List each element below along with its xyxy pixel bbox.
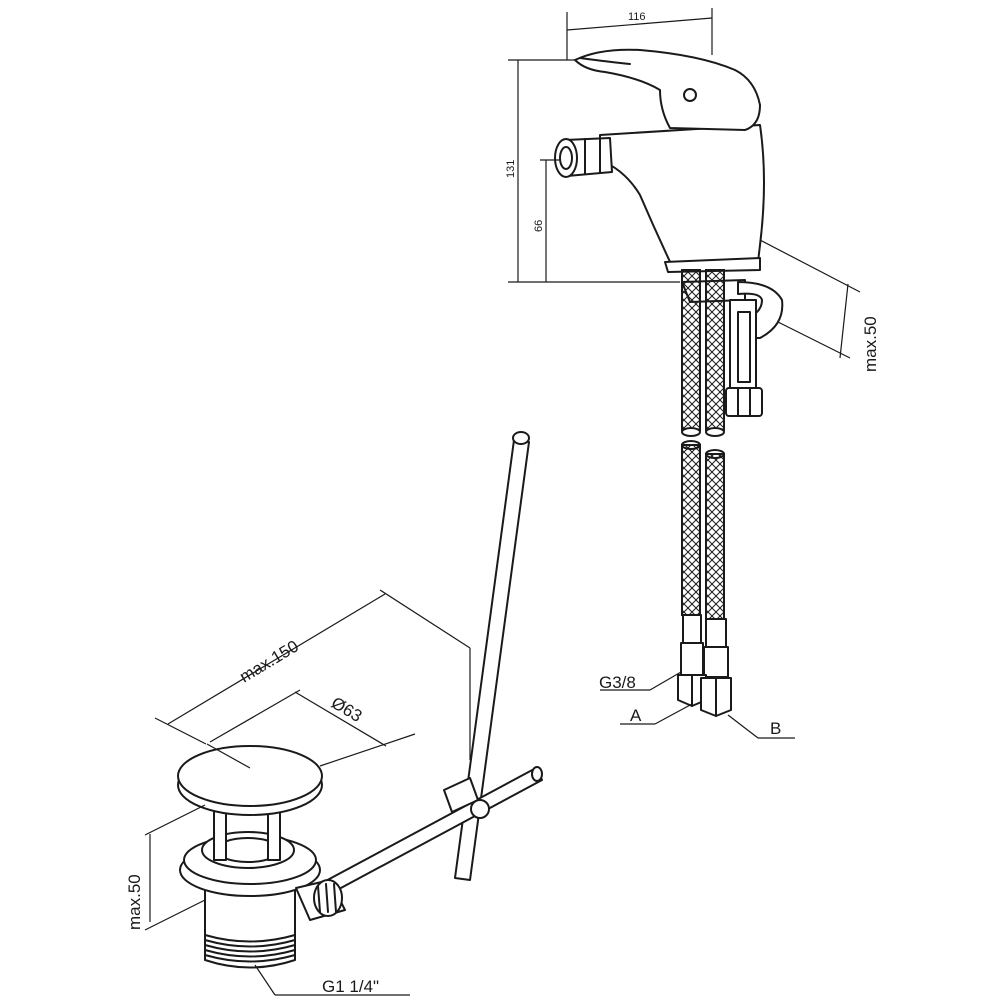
diameter-label: Ø63 — [328, 693, 365, 726]
hose-a-lower — [681, 444, 701, 616]
fitting-b-ferrule — [703, 646, 729, 678]
pop-up-drain: max.150 Ø63 max.50 G1 1/4" — [125, 431, 543, 996]
deck-thickness-label: max.50 — [861, 316, 880, 372]
fitting-b-sleeve — [705, 618, 727, 648]
deck-thickness-dimension-line — [839, 283, 849, 359]
hose-a-upper — [681, 269, 701, 431]
stopper-stem-right — [267, 809, 281, 861]
length-label: max.150 — [236, 637, 302, 687]
drain-tailpiece — [204, 889, 296, 969]
mounting-rod — [729, 299, 757, 389]
faucet-body — [599, 124, 765, 268]
height-label: 131 — [505, 160, 517, 178]
bidet-faucet: 116 131 66 max.50 — [505, 8, 880, 739]
hose-b-label: B — [770, 719, 781, 738]
spout-outlet — [554, 138, 578, 178]
faucet-base — [664, 257, 761, 273]
stopper-stem-left — [213, 809, 227, 861]
thread-label: G3/8 — [599, 673, 636, 692]
basin-thickness-label: max.50 — [125, 874, 144, 930]
lift-rod-knob — [512, 431, 530, 445]
width-label: 116 — [628, 11, 646, 23]
diameter-dimension-line — [209, 689, 301, 743]
fitting-a-sleeve — [682, 614, 702, 644]
mounting-nut — [725, 387, 763, 417]
width-dimension-line — [566, 17, 713, 31]
stopper-cap — [177, 745, 323, 807]
tailpiece-thread — [204, 934, 296, 963]
hose-b-lower — [705, 453, 725, 620]
length-dimension-line — [167, 593, 386, 725]
lever-top-line — [579, 57, 631, 65]
fitting-a-ferrule — [680, 642, 704, 676]
spout-height-label: 66 — [533, 220, 545, 232]
hose-a-label: A — [630, 706, 642, 725]
pivot-rod — [319, 767, 543, 897]
faucet-lever — [574, 48, 761, 131]
lever-screw-icon — [683, 88, 697, 102]
clevis-screw — [470, 799, 490, 819]
hose-b-upper — [705, 269, 725, 431]
thread-label: G1 1/4" — [322, 977, 379, 996]
